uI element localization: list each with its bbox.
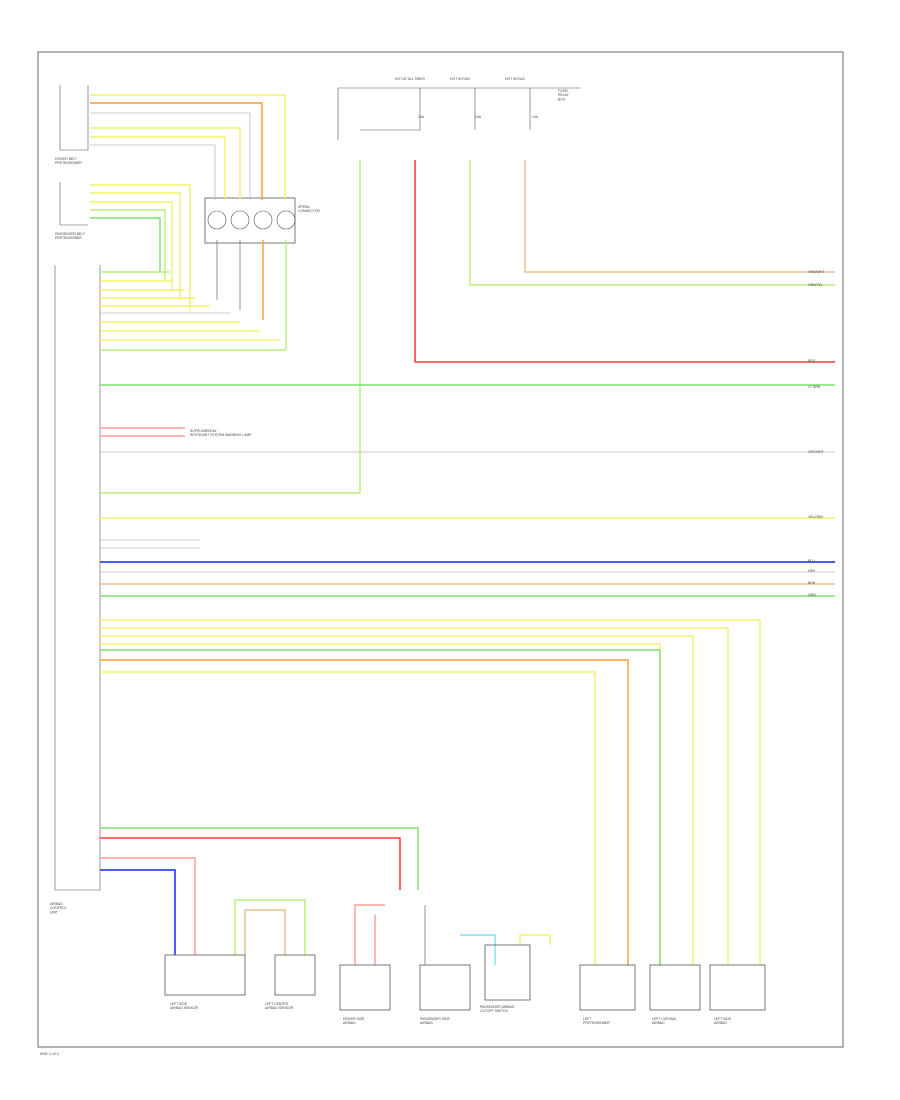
wire-43 — [100, 643, 661, 965]
wire-5 — [90, 144, 216, 200]
wire-40 — [100, 619, 761, 965]
right-label-5: GRY/WHT — [808, 450, 824, 454]
wire-49 — [100, 857, 196, 955]
wire-57 — [519, 934, 551, 945]
right-label-1: GRN/WHT — [808, 270, 824, 274]
right-label-9: BRN — [808, 581, 816, 585]
right-labels: GRN/WHT GRN/YEL RED LT GRN GRY/WHT YEL/G… — [808, 270, 824, 597]
wire-47 — [100, 827, 419, 890]
wire-48 — [100, 837, 401, 890]
fuse-box: HOT AT ALL TIMES HOT IN RUN HOT IN RUN 1… — [337, 77, 580, 140]
wire-50 — [100, 869, 176, 955]
wire-46 — [100, 671, 596, 965]
right-label-10: GRN — [808, 593, 816, 597]
wire-45 — [100, 659, 629, 965]
hot-label-1: HOT AT ALL TIMES — [395, 77, 426, 81]
wire-53 — [354, 904, 385, 965]
footer-label: W/D 1 of 2 — [40, 1051, 60, 1056]
wires — [90, 94, 835, 965]
wire-51 — [234, 899, 306, 955]
wire-27 — [469, 160, 835, 286]
wire-4 — [90, 136, 226, 200]
wire-7 — [90, 192, 181, 300]
wire-42 — [100, 635, 694, 965]
wire-0 — [90, 94, 286, 200]
wire-2 — [90, 112, 251, 200]
hot-label-2: HOT IN RUN — [450, 77, 470, 81]
right-label-6: YEL/GRN — [808, 515, 823, 519]
wire-44 — [100, 649, 661, 965]
wire-56 — [460, 934, 496, 965]
fuse-label-1: 10A — [418, 115, 425, 119]
hot-label-3: HOT IN RUN — [505, 77, 525, 81]
right-label-8: GRY — [808, 569, 816, 573]
wire-10 — [90, 217, 161, 272]
right-label-2: GRN/YEL — [808, 283, 823, 287]
wire-1 — [90, 102, 263, 200]
diagram-frame — [37, 51, 844, 1048]
wire-6 — [90, 184, 191, 310]
wire-3 — [90, 127, 241, 200]
wire-8 — [90, 201, 173, 290]
wire-26 — [414, 160, 835, 363]
right-label-7: BLU — [808, 559, 815, 563]
right-label-4: LT GRN — [808, 385, 821, 389]
fuse-label-3: 10A — [532, 115, 539, 119]
wire-28 — [524, 160, 835, 273]
wire-52 — [244, 909, 286, 955]
right-label-3: RED — [808, 359, 816, 363]
fuse-label-2: 10A — [475, 115, 482, 119]
wire-25 — [100, 160, 361, 494]
wire-41 — [100, 627, 729, 965]
wire-9 — [90, 209, 166, 280]
